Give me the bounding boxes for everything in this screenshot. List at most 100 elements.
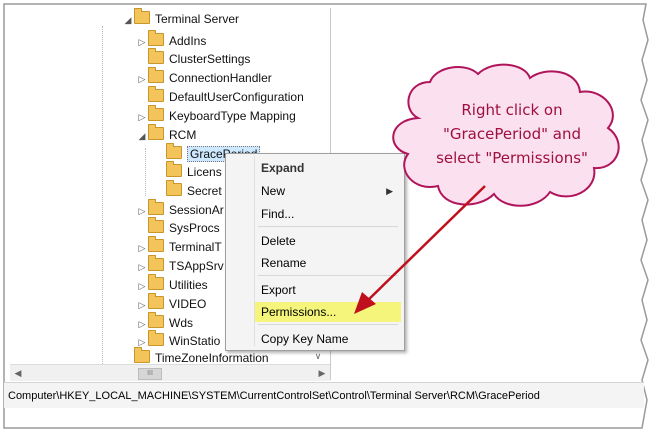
folder-icon <box>148 217 164 233</box>
folder-icon <box>166 143 182 159</box>
folder-icon <box>148 293 164 309</box>
folder-icon <box>148 124 164 140</box>
tree-item-label: TSAppSrv <box>169 259 224 273</box>
folder-icon <box>148 48 164 64</box>
tree-item-label: VIDEO <box>169 297 207 311</box>
expand-arrow-icon[interactable]: ▷ <box>138 112 146 122</box>
tree-item[interactable]: ▷ TSAppSrv <box>136 255 224 275</box>
scroll-right-button[interactable]: ▶ <box>318 368 326 378</box>
tree-item-label: RCM <box>169 128 197 142</box>
expand-arrow-icon[interactable]: ▷ <box>138 281 146 291</box>
folder-icon <box>148 330 164 346</box>
tree-item[interactable]: ▷ Utilities <box>136 274 208 294</box>
tree-item[interactable]: ▷ Wds <box>136 312 193 332</box>
expand-arrow-icon[interactable]: ▷ <box>138 243 146 253</box>
menu-item-label: New <box>261 184 286 198</box>
tree-item[interactable]: ▷ AddIns <box>136 30 207 50</box>
menu-separator <box>258 275 398 276</box>
folder-icon <box>134 347 150 363</box>
callout-cloud <box>392 63 620 207</box>
folder-icon <box>148 274 164 290</box>
folder-icon <box>148 312 164 328</box>
expand-arrow-icon[interactable]: ▷ <box>138 262 146 272</box>
menu-item-expand[interactable]: Expand <box>255 158 401 178</box>
callout-text: Right click on "GracePeriod" and select … <box>412 98 612 170</box>
tree-item-label: Terminal Server <box>155 12 240 26</box>
tree-item-label: AddIns <box>169 34 207 48</box>
tree-item[interactable]: ▷ VIDEO <box>136 293 207 313</box>
folder-icon <box>148 199 164 215</box>
scroll-down-button[interactable]: ∨ <box>314 351 322 361</box>
tree-item[interactable]: Secret <box>154 180 222 200</box>
tree-item[interactable]: DefaultUserConfiguration <box>136 86 304 106</box>
tree-item-label: TerminalT <box>169 240 222 254</box>
expand-arrow-icon[interactable]: ▷ <box>138 74 146 84</box>
tree-item[interactable]: ▷ SessionAr <box>136 199 224 219</box>
menu-item-label: Copy Key Name <box>261 332 349 346</box>
menu-item-rename[interactable]: Rename <box>255 253 401 273</box>
collapse-arrow-icon[interactable]: ◢ <box>124 15 132 25</box>
menu-item-label: Expand <box>261 161 305 175</box>
tree-item-label: Licens <box>187 165 222 179</box>
tree-item[interactable]: SysProcs <box>136 217 220 237</box>
tree-item[interactable]: ▷ KeyboardType Mapping <box>136 105 296 125</box>
menu-item-label: Export <box>261 283 296 297</box>
tree-item[interactable]: ◢ RCM <box>136 124 197 144</box>
tree-item-label: Wds <box>169 316 193 330</box>
callout-line-3: select "Permissions" <box>436 149 588 167</box>
tree-item-label: ConnectionHandler <box>169 71 272 85</box>
menu-item-export[interactable]: Export <box>255 280 401 300</box>
folder-icon <box>148 30 164 46</box>
folder-icon <box>148 105 164 121</box>
tree-item-label: KeyboardType Mapping <box>169 109 296 123</box>
tree-item-label: ClusterSettings <box>169 52 251 66</box>
tree-item[interactable]: ▷ TerminalT <box>136 236 222 256</box>
folder-icon <box>134 8 150 24</box>
tree-item[interactable]: ▷ WinStatio <box>136 330 221 350</box>
menu-item-delete[interactable]: Delete <box>255 231 401 251</box>
folder-icon <box>166 180 182 196</box>
tree-item-label: DefaultUserConfiguration <box>169 90 304 104</box>
expand-arrow-icon[interactable]: ▷ <box>138 37 146 47</box>
tree-item[interactable]: ▷ ConnectionHandler <box>136 67 272 87</box>
menu-separator <box>258 226 398 227</box>
address-bar[interactable]: Computer\HKEY_LOCAL_MACHINE\SYSTEM\Curre… <box>4 382 644 408</box>
tree-item[interactable]: Licens <box>154 161 222 181</box>
menu-item-new[interactable]: New▶ <box>255 181 401 201</box>
folder-icon <box>166 161 182 177</box>
tree-item-label: WinStatio <box>169 334 221 348</box>
tree-item-label: SysProcs <box>169 221 220 235</box>
menu-item-label: Rename <box>261 256 307 270</box>
pointer-arrow <box>354 185 486 314</box>
horizontal-scrollbar[interactable]: ◀ III ▶ <box>10 364 330 381</box>
expand-arrow-icon[interactable]: ▷ <box>138 319 146 329</box>
tree-item-label: Secret <box>187 184 222 198</box>
scrollbar-thumb[interactable]: III <box>138 368 162 380</box>
folder-icon <box>148 67 164 83</box>
expand-arrow-icon[interactable]: ▷ <box>138 206 146 216</box>
folder-icon <box>148 255 164 271</box>
menu-item-copy-key-name[interactable]: Copy Key Name <box>255 329 401 349</box>
menu-item-label: Permissions... <box>261 305 337 319</box>
folder-icon <box>148 86 164 102</box>
menu-separator <box>258 324 398 325</box>
collapse-arrow-icon[interactable]: ◢ <box>138 131 146 141</box>
menu-item-label: Delete <box>261 234 296 248</box>
scroll-left-button[interactable]: ◀ <box>14 368 22 378</box>
menu-item-find[interactable]: Find... <box>255 204 401 224</box>
expand-arrow-icon[interactable]: ▷ <box>138 337 146 347</box>
menu-item-label: Find... <box>261 207 295 221</box>
tree-item-label: TimeZoneInformation <box>155 351 269 365</box>
callout-line-1: Right click on <box>461 101 563 119</box>
tree-item[interactable]: ◢ Terminal Server <box>122 8 240 28</box>
tree-item[interactable]: TimeZoneInformation <box>122 347 269 367</box>
callout-line-2: "GracePeriod" and <box>442 125 582 143</box>
folder-icon <box>148 236 164 252</box>
expand-arrow-icon[interactable]: ▷ <box>138 300 146 310</box>
tree-item-label: Utilities <box>169 278 208 292</box>
tree-item-label: SessionAr <box>169 203 224 217</box>
tree-item[interactable]: ClusterSettings <box>136 48 251 68</box>
